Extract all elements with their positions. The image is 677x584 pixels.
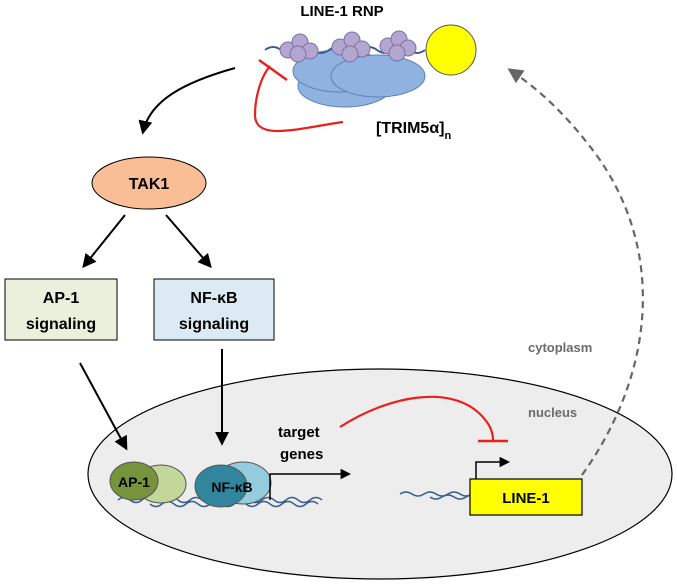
nuclear-inhibition-curve	[339, 395, 495, 441]
nfkb-signaling-box	[153, 278, 275, 341]
orf1p-trimer	[331, 31, 371, 63]
trim5a-inhibition-bar	[258, 58, 288, 82]
target-genes-tss-arrow	[269, 468, 352, 500]
line1-tss-arrow	[475, 456, 511, 479]
nucleus	[87, 368, 673, 580]
line1-gene-box	[469, 478, 583, 516]
orf1p-trimer	[379, 30, 417, 62]
rnp-yellow-protein	[425, 24, 477, 76]
line1-to-rnp-dashed-arrow	[507, 68, 644, 476]
ap1-factor-dark	[109, 461, 159, 501]
line1-rnp-complex	[264, 24, 477, 108]
target-genes-line1: target	[278, 424, 320, 441]
trim5a-label: [TRIM5α]n	[376, 120, 452, 142]
nfkb-signaling-line2: signaling	[179, 316, 249, 333]
ap1-to-nucleus-arrow	[79, 362, 128, 451]
ap1-signaling-line2: signaling	[26, 316, 96, 333]
line1-gene-label: LINE-1	[502, 490, 550, 507]
ap1-signaling-box	[4, 278, 118, 341]
trim5a-inhibition-curve	[253, 65, 344, 133]
tak1-label: TAK1	[129, 176, 170, 193]
orf1p-trimer	[279, 33, 319, 63]
rnp-label: LINE-1 RNP	[300, 3, 383, 20]
nucleus-label: nucleus	[528, 405, 577, 420]
rnp-to-tak1-arrow	[138, 67, 236, 135]
tak1-node	[91, 156, 207, 210]
target-genes-line2: genes	[280, 446, 323, 463]
nfkb-signaling-line1: NF-κB	[190, 290, 237, 307]
nfkb-factor-label: NF-κB	[211, 479, 252, 495]
orf2p-protein	[330, 54, 426, 98]
tak1-to-ap1-arrow	[82, 214, 126, 269]
ap1-signaling-line1: AP-1	[43, 290, 80, 307]
nfkb-factor-dark	[194, 464, 248, 508]
tak1-to-nfkb-arrow	[165, 214, 212, 269]
ap1-factor-label: AP-1	[118, 474, 150, 490]
cytoplasm-label: cytoplasm	[528, 340, 592, 355]
